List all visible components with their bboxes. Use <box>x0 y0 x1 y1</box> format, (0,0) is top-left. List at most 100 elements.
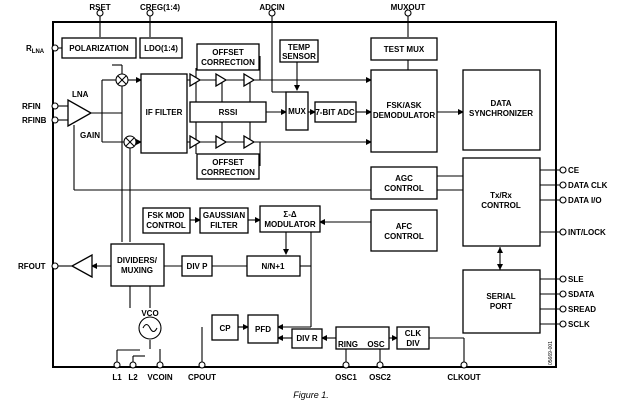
svg-text:IF FILTER: IF FILTER <box>146 108 183 117</box>
svg-text:GAIN: GAIN <box>80 131 100 140</box>
svg-text:MUX: MUX <box>288 107 306 116</box>
div-p-block: DIV P <box>181 255 213 277</box>
demodulator-block: FSK/ASK DEMODULATOR <box>370 69 438 153</box>
svg-text:FILTER: FILTER <box>210 221 238 230</box>
pin-vcoin-label: VCOIN <box>147 373 173 382</box>
svg-text:DEMODULATOR: DEMODULATOR <box>373 111 436 120</box>
adc-block: 7-BIT ADC <box>314 101 357 123</box>
svg-text:FSK/ASK: FSK/ASK <box>386 101 421 110</box>
svg-text:DIV P: DIV P <box>187 262 209 271</box>
chip-border <box>52 21 557 368</box>
pin-rlna-label: RLNA <box>26 44 45 55</box>
afc-control-block: AFC CONTROL <box>370 209 438 252</box>
pin-rfin-label: RFIN <box>22 102 41 111</box>
test-mux-block: TEST MUX <box>370 37 438 61</box>
agc-control-block: AGC CONTROL <box>370 166 438 200</box>
svg-text:MUXING: MUXING <box>121 266 153 275</box>
txrx-control-block: Tx/Rx CONTROL <box>462 157 541 247</box>
svg-text:RING: RING <box>338 340 358 349</box>
clk-div-block: CLK DIV <box>396 326 430 350</box>
offset-correction-top-block: OFFSET CORRECTION <box>196 43 260 71</box>
svg-text:OFFSET: OFFSET <box>212 48 244 57</box>
div-r-block: DIV R <box>291 328 323 349</box>
svg-text:SENSOR: SENSOR <box>282 52 316 61</box>
mixer-i-icon <box>115 73 129 87</box>
svg-text:PORT: PORT <box>490 302 512 311</box>
svg-text:N/N+1: N/N+1 <box>262 262 285 271</box>
svg-text:MODULATOR: MODULATOR <box>264 220 315 229</box>
svg-text:CLK: CLK <box>405 329 422 338</box>
pin-muxout-label: MUXOUT <box>391 3 426 12</box>
pin-intlock-label: INT/LOCK <box>568 228 606 237</box>
pin-rset-label: RSET <box>89 3 110 12</box>
pin-dataio-label: DATA I/O <box>568 196 602 205</box>
svg-text:FSK MOD: FSK MOD <box>148 211 185 220</box>
lna-amplifier: LNA GAIN <box>67 90 100 140</box>
fsk-mod-control-block: FSK MOD CONTROL <box>142 207 191 234</box>
svg-text:OFFSET: OFFSET <box>212 158 244 167</box>
svg-text:CORRECTION: CORRECTION <box>201 58 255 67</box>
pin-osc1-label: OSC1 <box>335 373 357 382</box>
svg-text:SYNCHRONIZER: SYNCHRONIZER <box>469 109 533 118</box>
svg-text:TEMP: TEMP <box>288 43 311 52</box>
gaussian-filter-block: GAUSSIAN FILTER <box>199 207 249 234</box>
svg-text:PFD: PFD <box>255 325 271 334</box>
data-synchronizer-block: DATA SYNCHRONIZER <box>462 69 541 151</box>
pfd-block: PFD <box>247 314 279 344</box>
pin-osc2-label: OSC2 <box>369 373 391 382</box>
svg-text:DIV: DIV <box>406 339 420 348</box>
cp-block: CP <box>211 314 239 341</box>
pin-creg-label: CREG(1:4) <box>140 3 180 12</box>
pin-dataclk-label: DATA CLK <box>568 181 608 190</box>
mixer-q-icon <box>123 135 137 149</box>
pin-rfout-label: RFOUT <box>18 262 46 271</box>
svg-text:SERIAL: SERIAL <box>486 292 515 301</box>
pin-rfinb-label: RFINB <box>22 116 47 125</box>
pin-sread-label: SREAD <box>568 305 596 314</box>
serial-port-block: SERIAL PORT <box>462 269 541 334</box>
svg-text:7-BIT ADC: 7-BIT ADC <box>315 108 354 117</box>
pin-circles <box>51 9 567 369</box>
oscillator-block: RING OSC <box>335 326 390 350</box>
vco-icon: VCO <box>138 309 162 340</box>
offset-correction-bottom-block: OFFSET CORRECTION <box>196 153 260 180</box>
svg-text:CONTROL: CONTROL <box>146 221 186 230</box>
pa-amplifier <box>70 253 93 279</box>
svg-text:CONTROL: CONTROL <box>384 184 424 193</box>
ldo-block: LDO(1:4) <box>139 37 183 59</box>
svg-text:AGC: AGC <box>395 174 413 183</box>
pin-cpout-label: CPOUT <box>188 373 216 382</box>
temp-sensor-block: TEMP SENSOR <box>279 39 319 63</box>
svg-text:DIVIDERS/: DIVIDERS/ <box>117 256 158 265</box>
document-id: 05669-001 <box>548 341 554 365</box>
pin-sle-label: SLE <box>568 275 584 284</box>
pin-sdata-label: SDATA <box>568 290 595 299</box>
svg-text:VCO: VCO <box>141 309 158 318</box>
svg-text:LDO(1:4): LDO(1:4) <box>144 44 178 53</box>
pin-adcin-label: ADCIN <box>259 3 285 12</box>
dividers-muxing-block: DIVIDERS/ MUXING <box>110 243 165 287</box>
svg-text:Tx/Rx: Tx/Rx <box>490 191 512 200</box>
svg-text:GAUSSIAN: GAUSSIAN <box>203 211 245 220</box>
sigma-delta-modulator-block: Σ-Δ MODULATOR <box>259 205 321 233</box>
pin-sclk-label: SCLK <box>568 320 590 329</box>
limiter-stages <box>189 72 256 150</box>
svg-text:OSC: OSC <box>367 340 385 349</box>
svg-text:CONTROL: CONTROL <box>384 232 424 241</box>
pin-clkout-label: CLKOUT <box>447 373 480 382</box>
rssi-block: RSSI <box>189 101 267 123</box>
svg-text:POLARIZATION: POLARIZATION <box>69 44 129 53</box>
mux-block: MUX <box>285 91 309 131</box>
pin-ce-label: CE <box>568 166 580 175</box>
nn1-block: N/N+1 <box>246 255 301 277</box>
svg-text:RSSI: RSSI <box>219 108 238 117</box>
svg-text:AFC: AFC <box>396 222 413 231</box>
polarization-block: POLARIZATION <box>61 37 137 59</box>
svg-text:DATA: DATA <box>490 99 511 108</box>
pin-l2-label: L2 <box>128 373 138 382</box>
svg-text:TEST MUX: TEST MUX <box>384 45 425 54</box>
svg-text:LNA: LNA <box>72 90 89 99</box>
svg-text:CORRECTION: CORRECTION <box>201 168 255 177</box>
svg-text:CP: CP <box>219 324 231 333</box>
